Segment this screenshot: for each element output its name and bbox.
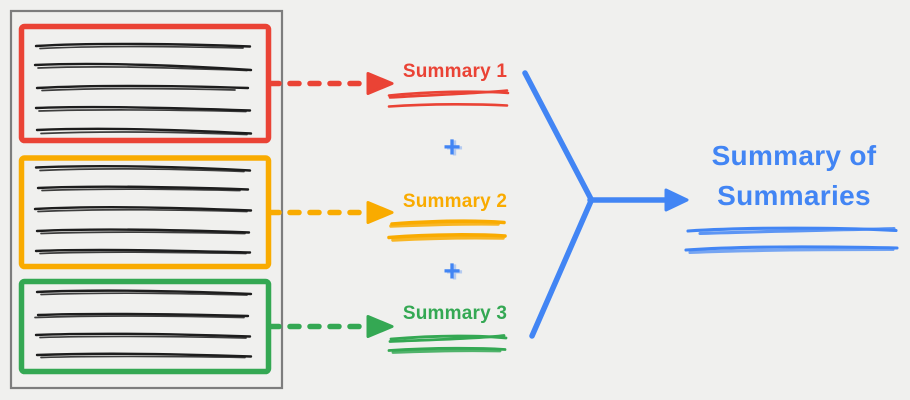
result-scribble <box>684 226 899 255</box>
result-title-line2: Summaries <box>717 180 871 211</box>
arrow-section3-to-summary3 <box>267 315 394 338</box>
arrowhead-blue-icon <box>664 188 689 212</box>
arrowhead-green-icon <box>366 315 394 338</box>
section-2-text-lines <box>33 164 253 255</box>
section-3-text-lines <box>34 289 253 359</box>
section-1-text-lines <box>33 42 253 136</box>
summary-2-scribble <box>387 219 507 242</box>
plus-sign-2: + <box>443 255 461 288</box>
summary-1-label: Summary 1 <box>402 61 508 82</box>
summary-3-label: Summary 3 <box>402 303 508 324</box>
summary-2-label: Summary 2 <box>402 191 508 212</box>
plus-sign-1: + <box>443 131 461 164</box>
arrow-section2-to-summary2 <box>267 201 394 224</box>
result-title-line1: Summary of <box>711 140 877 171</box>
merge-connector <box>522 70 689 339</box>
arrowhead-orange-icon <box>366 201 394 224</box>
summary-3-scribble <box>387 334 508 354</box>
summary-of-summaries-title: Summary of Summaries <box>685 136 903 216</box>
arrow-section1-to-summary1 <box>267 72 394 95</box>
document-frame <box>9 9 284 390</box>
arrowhead-red-icon <box>366 72 394 95</box>
summary-1-scribble <box>387 89 510 108</box>
